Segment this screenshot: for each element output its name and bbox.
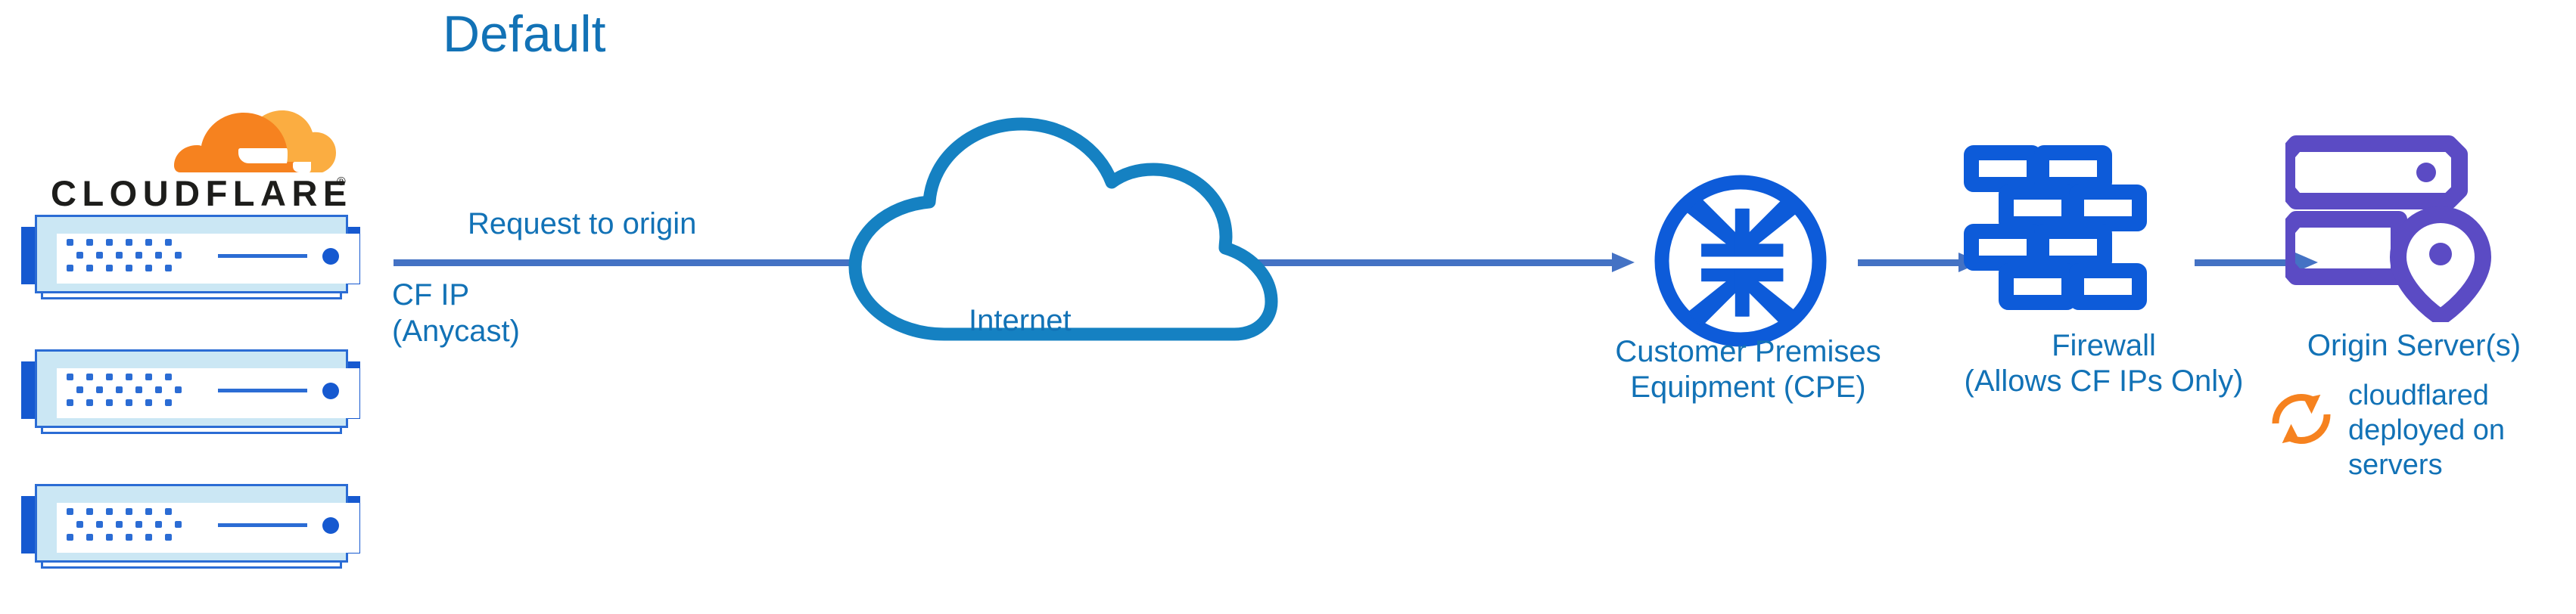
cloudflare-logo: CLOUDFLARE ® (34, 106, 359, 219)
firewall-label-line1: Firewall (2052, 329, 2156, 362)
router-icon (1654, 175, 1827, 347)
cloudflared-annotation: cloudflared deployed on servers (2266, 378, 2576, 514)
cf-ip-label: CF IP (Anycast) (392, 277, 520, 349)
cloudflare-wordmark: CLOUDFLARE (51, 173, 353, 213)
cloudflared-text: cloudflared deployed on servers (2348, 378, 2575, 482)
registered-trademark-symbol: ® (337, 175, 346, 188)
sync-arrows-icon (2272, 394, 2331, 444)
server-status-line (218, 523, 307, 527)
cloudflared-line1: cloudflared (2348, 380, 2489, 411)
cloudflared-line3: servers (2348, 449, 2443, 481)
cloudflare-edge-server-1 (20, 212, 362, 302)
server-led-icon (322, 383, 339, 399)
arrow-head-icon (1612, 253, 1635, 272)
cloud-icon (848, 117, 1278, 341)
server-location-pin-icon (2285, 135, 2491, 322)
request-to-origin-label: Request to origin (468, 207, 697, 240)
cpe-label: Customer Premises Equipment (CPE) (1536, 334, 1960, 405)
cloudflared-line2: deployed on (2348, 414, 2506, 446)
cf-ip-line1: CF IP (392, 278, 470, 312)
server-led-icon (322, 517, 339, 534)
page-title: Default (443, 5, 606, 63)
server-chassis (35, 349, 359, 428)
firewall-label: Firewall (Allows CF IPs Only) (1877, 328, 2331, 399)
cf-ip-line2: (Anycast) (392, 315, 520, 348)
cloudflare-edge-server-3 (20, 481, 362, 572)
cpe-label-line1: Customer Premises (1615, 335, 1881, 368)
server-led-icon (322, 248, 339, 265)
server-chassis (35, 484, 359, 563)
cloudflare-cloud-icon (174, 110, 336, 172)
arrow-shaft (1858, 259, 1960, 266)
server-vent-dots-icon (67, 508, 182, 541)
cloudflare-edge-server-2 (20, 346, 362, 437)
arrow-shaft (2195, 259, 2297, 266)
cpe-label-line2: Equipment (CPE) (1630, 371, 1866, 404)
origin-server-label: Origin Server(s) (2307, 329, 2522, 362)
firewall-label-line2: (Allows CF IPs Only) (1964, 364, 2244, 398)
server-status-line (218, 254, 307, 258)
server-vent-dots-icon (67, 374, 182, 406)
server-vent-dots-icon (67, 239, 182, 271)
server-status-line (218, 389, 307, 392)
internet-label: Internet (969, 304, 1072, 337)
brick-wall-icon (1964, 145, 2147, 310)
